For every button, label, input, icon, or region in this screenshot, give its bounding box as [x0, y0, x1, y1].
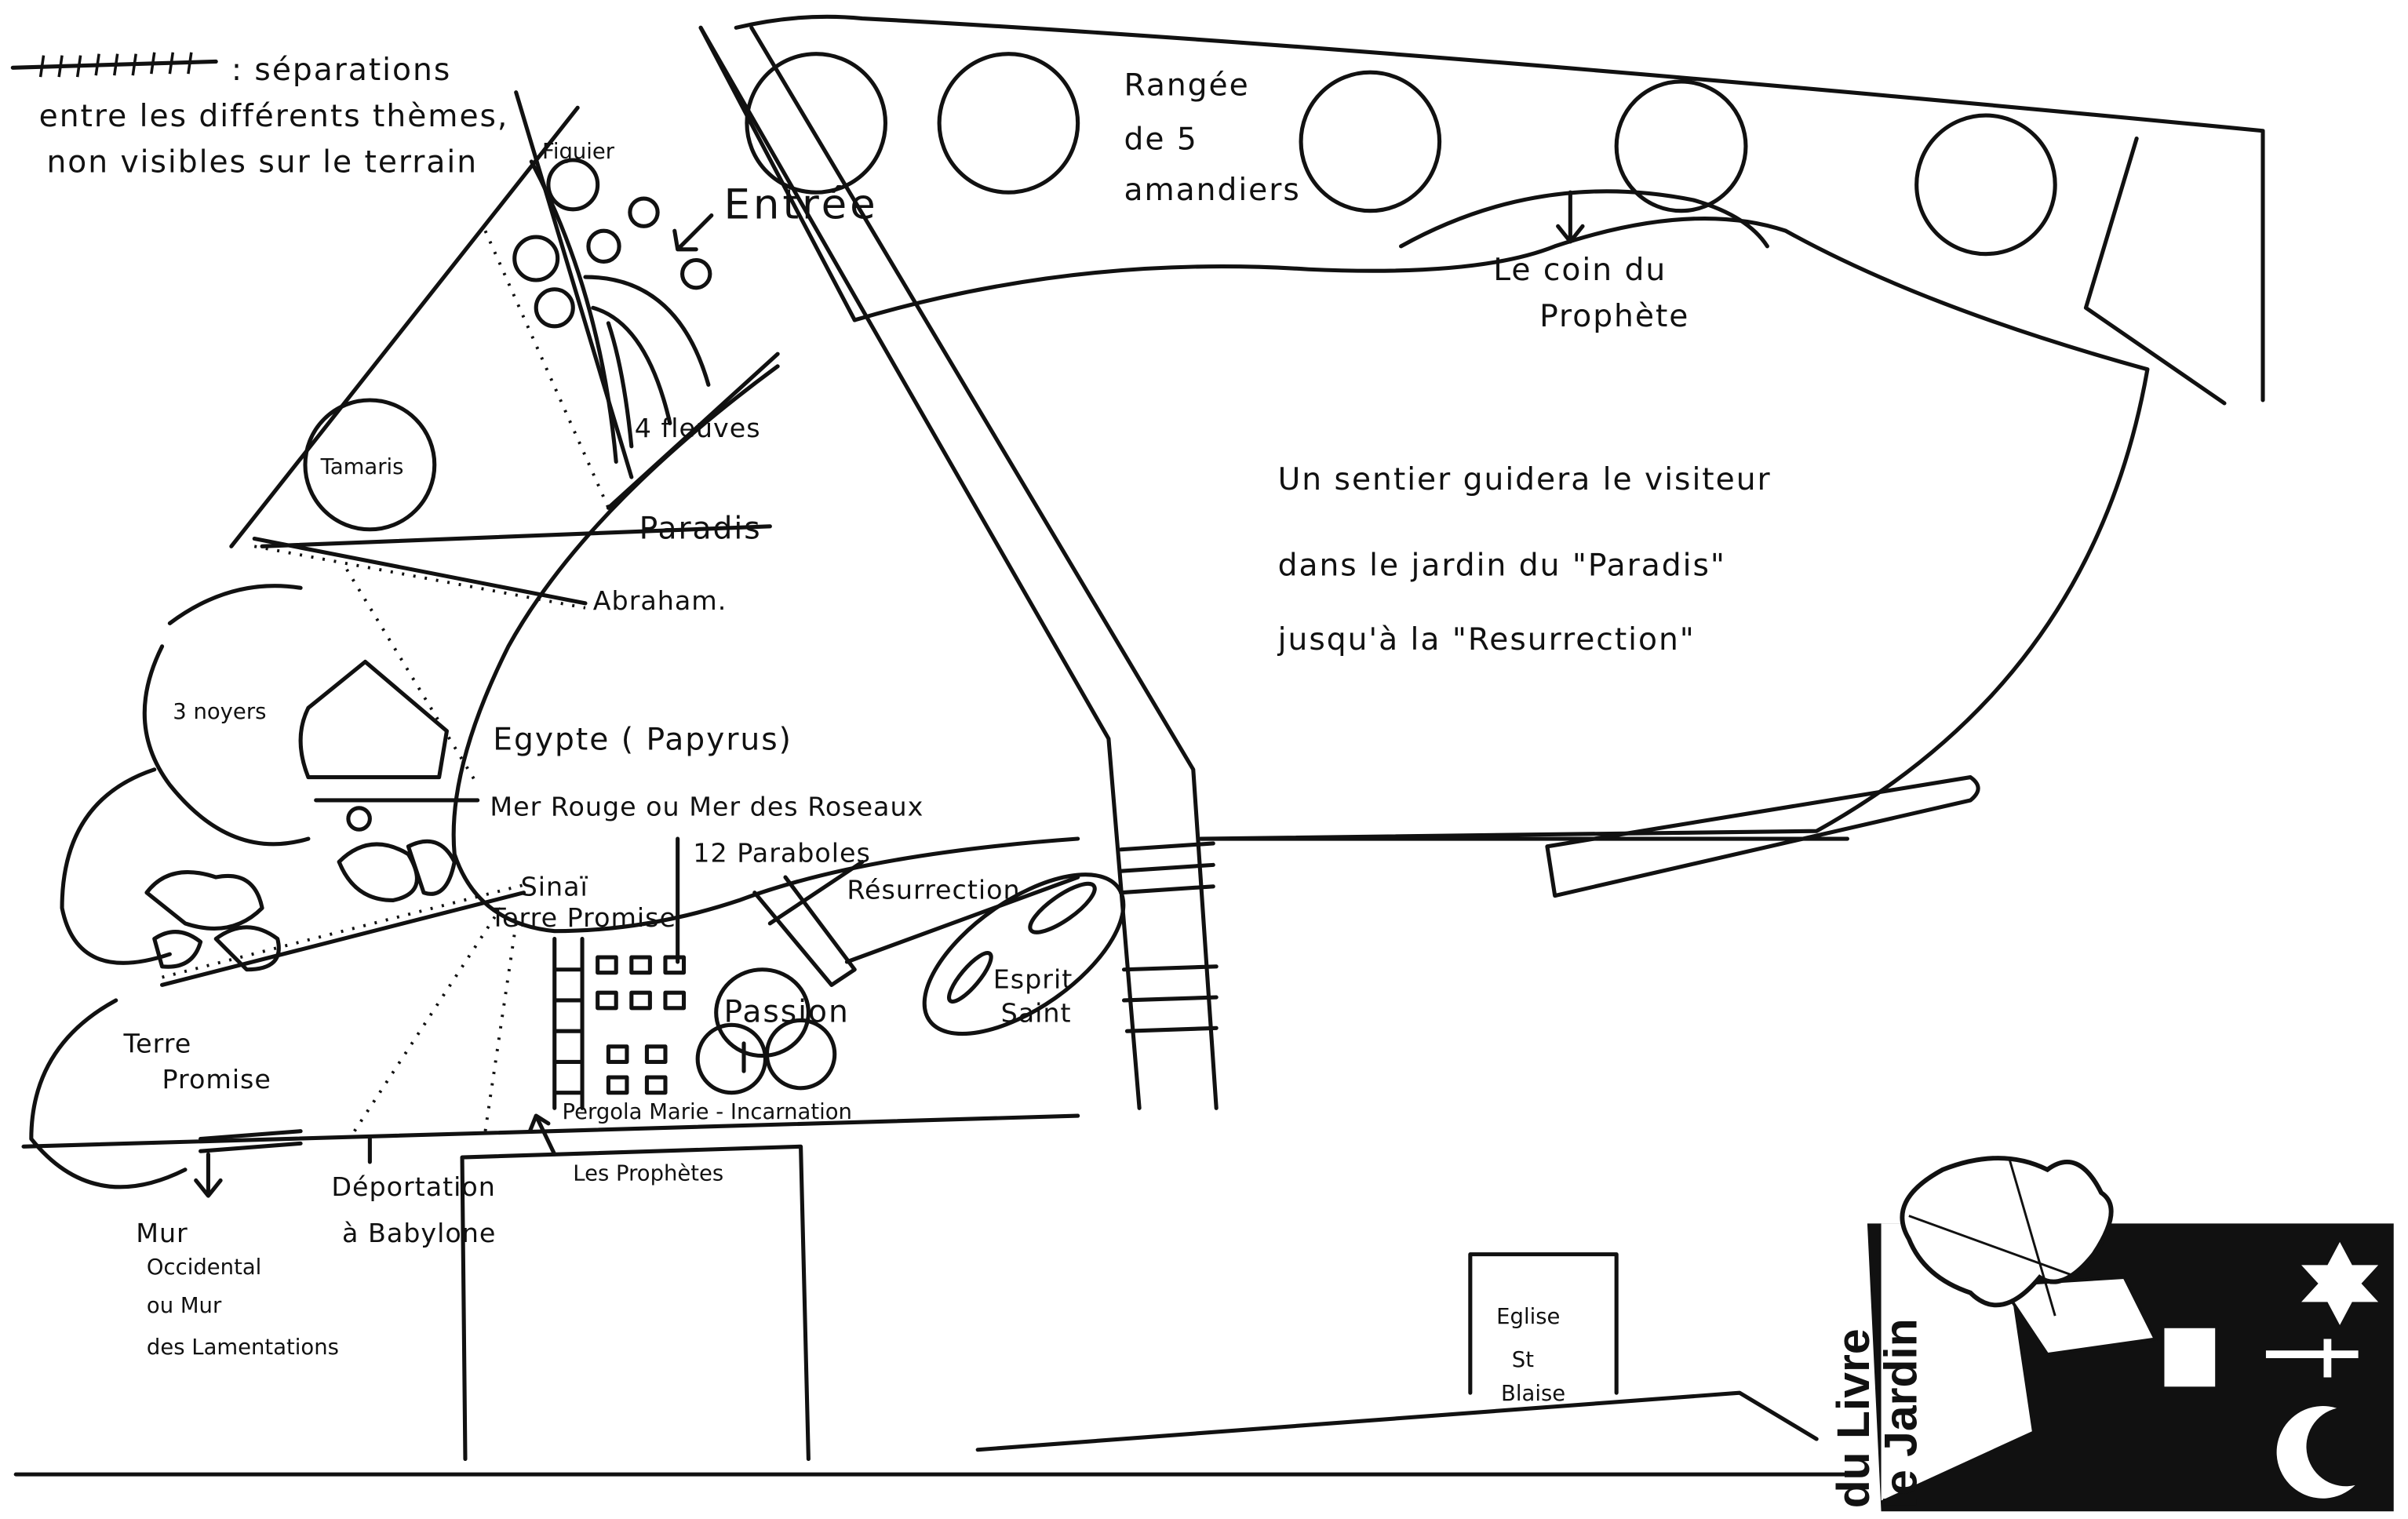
esprit-saint-bed: [922, 872, 1126, 1036]
plan-outlines: [13, 14, 2265, 1477]
label-mur-3: ou Mur: [147, 1294, 222, 1318]
label-mur-1: Mur: [136, 1218, 188, 1248]
label-resurrection: Résurrection: [847, 875, 1020, 905]
fig-leaf-icon: [1900, 1156, 2114, 1308]
label-eglise: Eglise: [1496, 1305, 1560, 1329]
almond-tree: [1614, 79, 1748, 213]
logo-text-2: du Livre: [1828, 1328, 1879, 1508]
label-amandiers-3: amandiers: [1124, 173, 1301, 208]
label-paraboles: 12 Paraboles: [693, 837, 871, 868]
label-tamaris: Tamaris: [320, 455, 404, 479]
label-deportation-2: à Babylone: [342, 1218, 496, 1248]
label-noyers: 3 noyers: [173, 700, 266, 724]
label-amandiers-1: Rangée: [1124, 68, 1250, 104]
church-icon: [2161, 1324, 2219, 1390]
almond-tree: [937, 52, 1080, 195]
almond-tree: [1299, 70, 1442, 213]
label-blaise: Blaise: [1501, 1382, 1565, 1406]
path-right-edge: [749, 25, 1219, 1110]
label-sentier-1: Un sentier guidera le visiteur: [1278, 462, 1772, 497]
label-mer-rouge: Mer Rouge ou Mer des Roseaux: [490, 792, 923, 822]
steps: [1119, 841, 1219, 1033]
bottom-boundary: [21, 1113, 1080, 1149]
legend-separation-symbol: [10, 59, 218, 70]
main-lawn-boundary: [852, 216, 2150, 841]
label-deportation-1: Déportation: [331, 1171, 496, 1202]
legend: : séparations entre les différents thème…: [10, 52, 509, 180]
label-egypte: Egypte ( Papyrus): [493, 722, 792, 757]
label-pergola: Pergola Marie - Incarnation: [563, 1100, 852, 1124]
label-sentier-2: dans le jardin du "Paradis": [1278, 548, 1726, 584]
building-outline: [460, 1144, 811, 1462]
label-entree: Entrée: [724, 181, 879, 229]
four-rivers: [529, 159, 711, 464]
plan-labels: Figuier Entrée Rangée de 5 amandiers Le …: [123, 68, 1772, 1406]
jardin-du-livre-logo: le Jardin du Livre: [1828, 1156, 2394, 1512]
top-boundary: [734, 14, 2265, 403]
almond-tree: [1914, 113, 2057, 257]
label-sentier-3: jusqu'à la "Resurrection": [1277, 622, 1696, 658]
label-amandiers-2: de 5: [1124, 122, 1198, 157]
label-mur-2: Occidental: [147, 1255, 261, 1280]
legend-line-3: non visibles sur le terrain: [46, 145, 478, 180]
almond-tree: [745, 52, 888, 195]
label-prophetes: Les Prophètes: [573, 1161, 723, 1186]
tamaris-tree: [303, 398, 437, 532]
walnut-trees: [29, 584, 311, 1189]
logo-text-1: le Jardin: [1876, 1318, 1927, 1508]
label-passion: Passion: [724, 994, 850, 1029]
label-promise: Promise: [162, 1064, 271, 1095]
church-outline: [975, 1252, 1819, 1452]
label-sinai: Sinaï: [521, 872, 588, 902]
label-st: St: [1512, 1348, 1534, 1372]
star-of-david-icon: [2301, 1241, 2379, 1325]
label-paradis: Paradis: [639, 512, 762, 547]
cross-icon: [2265, 1339, 2359, 1378]
label-fleuves: 4 fleuves: [635, 413, 761, 443]
label-saint: Saint: [1001, 997, 1072, 1028]
curved-bench: [1545, 775, 1980, 898]
right-corner: [2083, 136, 2227, 406]
label-coin-prophete-2: Prophète: [1539, 299, 1689, 334]
label-terre-promise-small: Terre Promise: [489, 902, 676, 933]
passion-circle: [714, 967, 811, 1058]
papyrus-bed: [298, 659, 449, 780]
label-mur-4: des Lamentations: [147, 1335, 339, 1360]
left-diagonal: [229, 105, 580, 548]
label-abraham: Abraham.: [593, 585, 727, 616]
path-left-edge: [698, 25, 1142, 1110]
label-coin-prophete-1: Le coin du: [1493, 253, 1667, 288]
label-figuier: Figuier: [542, 140, 615, 164]
legend-line-1: : séparations: [231, 53, 451, 88]
parables-squares: [596, 955, 687, 1095]
crescent-icon: [2276, 1406, 2355, 1499]
label-esprit: Esprit: [993, 963, 1073, 994]
legend-line-2: entre les différents thèmes,: [39, 99, 509, 134]
label-terre: Terre: [123, 1029, 192, 1059]
